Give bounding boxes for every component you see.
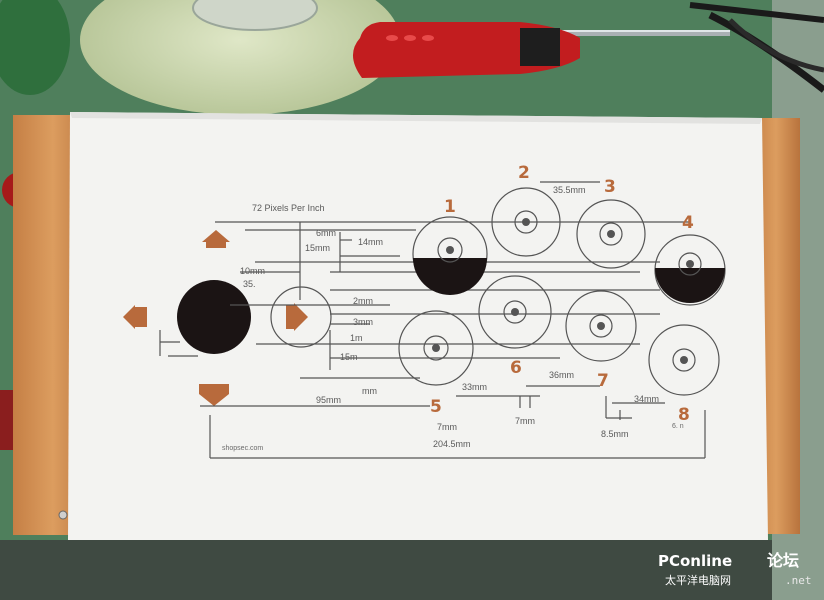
dim-label: mm xyxy=(362,386,377,396)
dim-label: 1m xyxy=(350,333,363,343)
screw-icon xyxy=(58,510,68,520)
watermark-chinese: 太平洋电脑网 xyxy=(665,573,731,587)
button-4 xyxy=(654,234,726,306)
joystick-hole xyxy=(177,280,251,354)
tape-roll xyxy=(192,0,318,31)
button-8 xyxy=(648,324,720,396)
button-number-5: 5 xyxy=(430,397,442,417)
dim-label: 95mm xyxy=(316,395,341,405)
dim-label: 35.5mm xyxy=(553,185,586,195)
dim-label: 7mm xyxy=(437,422,457,432)
button-2 xyxy=(491,187,561,257)
dim-label: 3mm xyxy=(353,317,373,327)
button-number-1: 1 xyxy=(444,197,456,217)
credit-label: shopsec.com xyxy=(222,445,263,452)
button-number-2: 2 xyxy=(518,163,530,183)
red-object-left xyxy=(0,390,14,450)
dim-label: 10mm xyxy=(240,266,265,276)
dim-label: 8.5mm xyxy=(601,429,629,439)
arrow-left-icon xyxy=(123,305,147,329)
arrow-down-icon xyxy=(199,384,229,406)
button-6 xyxy=(478,275,552,349)
button-number-6: 6 xyxy=(510,358,522,378)
melon-net-pad xyxy=(80,0,400,115)
button-number-7: 7 xyxy=(597,371,609,391)
arrow-up-icon xyxy=(202,230,230,248)
watermark-brand: PConline xyxy=(658,552,732,570)
watermark-domain: .net xyxy=(785,574,812,587)
watermark-forum: 论坛 xyxy=(767,551,799,570)
dim-label: 7mm xyxy=(515,416,535,426)
button-number-8: 8 xyxy=(678,405,690,425)
button-3 xyxy=(576,199,646,269)
watermark: PConline 论坛 太平洋电脑网 .net xyxy=(658,551,812,587)
paper-shadow xyxy=(70,112,762,124)
dim-label: 14mm xyxy=(358,237,383,247)
table-surface-lower xyxy=(0,540,824,600)
dim-label: 35. xyxy=(243,279,256,289)
dim-label: 15mm xyxy=(305,243,330,253)
dim-label: 6mm xyxy=(316,228,336,238)
button-1 xyxy=(412,216,488,295)
dim-label: 33mm xyxy=(462,382,487,392)
button-number-4: 4 xyxy=(682,213,694,233)
dim-label: 204.5mm xyxy=(433,439,471,449)
dim-label: 2mm xyxy=(353,296,373,306)
green-cup xyxy=(0,0,70,95)
joystick-mount-ring xyxy=(270,286,332,348)
dim-label: 34mm xyxy=(634,394,659,404)
arrow-right-icon xyxy=(286,303,308,331)
dim-label: 6. n xyxy=(672,423,684,430)
button-5 xyxy=(398,310,474,386)
dim-label: 15m xyxy=(340,352,358,362)
pliers-icon xyxy=(689,2,824,93)
button-7 xyxy=(565,290,637,362)
dim-label: 36mm xyxy=(549,370,574,380)
dimension-lines xyxy=(159,181,706,459)
paper-template xyxy=(68,112,768,540)
header-label: 72 Pixels Per Inch xyxy=(252,203,325,213)
screwdriver-icon xyxy=(352,22,730,78)
button-number-3: 3 xyxy=(604,177,616,197)
